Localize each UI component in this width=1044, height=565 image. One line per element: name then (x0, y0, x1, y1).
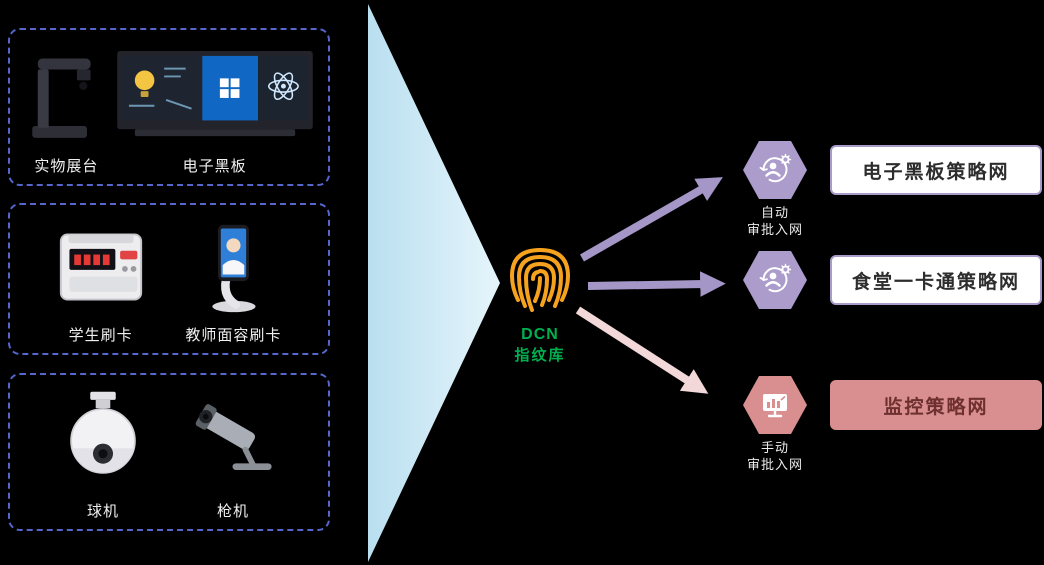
arrow-to-canteen-network (587, 271, 726, 297)
device-item-document-camera: 实物展台 (25, 40, 107, 176)
policy-box-label: 食堂一卡通策略网 (851, 271, 1020, 293)
document-camera-icon (25, 40, 107, 150)
automation-gear-icon (759, 263, 792, 293)
device-item-smart-board: 电子黑板 (116, 40, 313, 176)
device-item-card-reader: 学生刷卡 (57, 215, 145, 345)
device-label: 学生刷卡 (68, 327, 133, 344)
policy-box-monitor-network: 监控策略网 (830, 380, 1042, 430)
fingerprint-icon (509, 247, 571, 312)
device-label: 枪机 (216, 503, 249, 520)
monitor-chart-icon (763, 394, 787, 418)
device-group-cameras: 球机 枪机 (8, 373, 330, 531)
approval-line2: 审批入网 (746, 222, 803, 237)
face-scan-stand-icon (200, 215, 266, 319)
approval-line1: 手动 (760, 440, 789, 455)
device-label: 教师面容刷卡 (185, 327, 282, 344)
device-group-card: 学生刷卡 教师面容刷卡 (8, 203, 330, 355)
device-label: 电子黑板 (182, 158, 247, 175)
dcn-title: DCN (521, 326, 559, 343)
approval-caption-manual: 手动 审批入网 (718, 439, 832, 473)
policy-box-canteen-network: 食堂一卡通策略网 (830, 255, 1042, 305)
arrow-to-blackboard-network (580, 177, 723, 262)
automation-gear-icon (759, 153, 792, 183)
device-item-face-scan-stand: 教师面容刷卡 (185, 215, 281, 345)
arrow-to-monitor-network (575, 306, 709, 394)
dcn-fingerprint-block: DCN 指纹库 (496, 238, 584, 365)
bullet-camera-icon (190, 385, 276, 495)
policy-box-label: 电子黑板策略网 (862, 161, 1010, 183)
smart-board-icon (116, 40, 313, 150)
device-label: 球机 (86, 503, 119, 520)
funnel-shape (368, 4, 500, 562)
device-item-dome-camera: 球机 (62, 385, 144, 521)
hexagon-badge-auto-1 (743, 141, 807, 199)
approval-line2: 审批入网 (746, 457, 803, 472)
device-label: 实物展台 (34, 158, 99, 175)
device-group-display: 实物展台 (8, 28, 330, 186)
hexagon-badge-manual (743, 376, 807, 434)
device-item-bullet-camera: 枪机 (190, 385, 276, 521)
hexagon-badge-auto-2 (743, 251, 807, 309)
dcn-subtitle: 指纹库 (514, 347, 566, 364)
card-reader-icon (57, 215, 145, 319)
approval-caption-auto: 自动 审批入网 (718, 204, 832, 238)
approval-line1: 自动 (760, 205, 789, 220)
policy-box-blackboard-network: 电子黑板策略网 (830, 145, 1042, 195)
policy-box-label: 监控策略网 (883, 396, 989, 418)
dome-camera-icon (62, 385, 144, 495)
